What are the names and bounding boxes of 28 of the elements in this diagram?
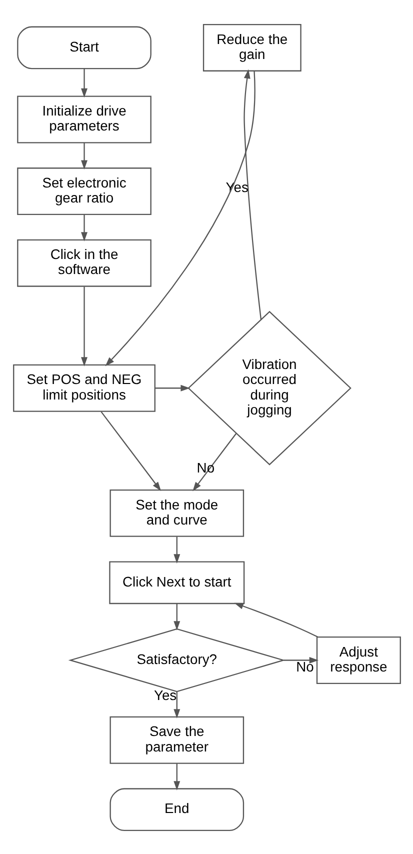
node-box: Adjust response: [316, 636, 400, 684]
node-box: End: [109, 788, 244, 831]
node-box: Reduce the gain: [202, 23, 301, 71]
arrow: [100, 410, 161, 491]
arrow: [154, 384, 190, 391]
edge-label: No: [296, 658, 314, 674]
arrow: [283, 656, 318, 663]
arrow: [173, 763, 180, 790]
arrow: [80, 214, 88, 241]
arrow: [104, 70, 255, 366]
arrow: [80, 68, 88, 98]
node-box: Set electronic gear ratio: [16, 167, 151, 215]
arrow: [234, 602, 318, 638]
arrow: [173, 536, 180, 563]
node-box: Click in the software: [16, 238, 151, 286]
node-box: Click Next to start: [108, 560, 244, 604]
arrow: [80, 286, 88, 366]
arrow: [80, 142, 88, 170]
node-box: Set POS and NEG limit positions: [12, 364, 155, 412]
node-box: Initialize drive parameters: [16, 95, 151, 143]
arrow: [192, 432, 236, 491]
node-box: Set the mode and curve: [109, 488, 244, 536]
arrow: [173, 603, 180, 630]
arrow: [173, 691, 180, 718]
arrow: [243, 68, 262, 320]
node-box: Save the parameter: [109, 716, 244, 764]
node-diamond: Satisfactory?: [68, 628, 285, 692]
node-box: Start: [16, 26, 151, 69]
